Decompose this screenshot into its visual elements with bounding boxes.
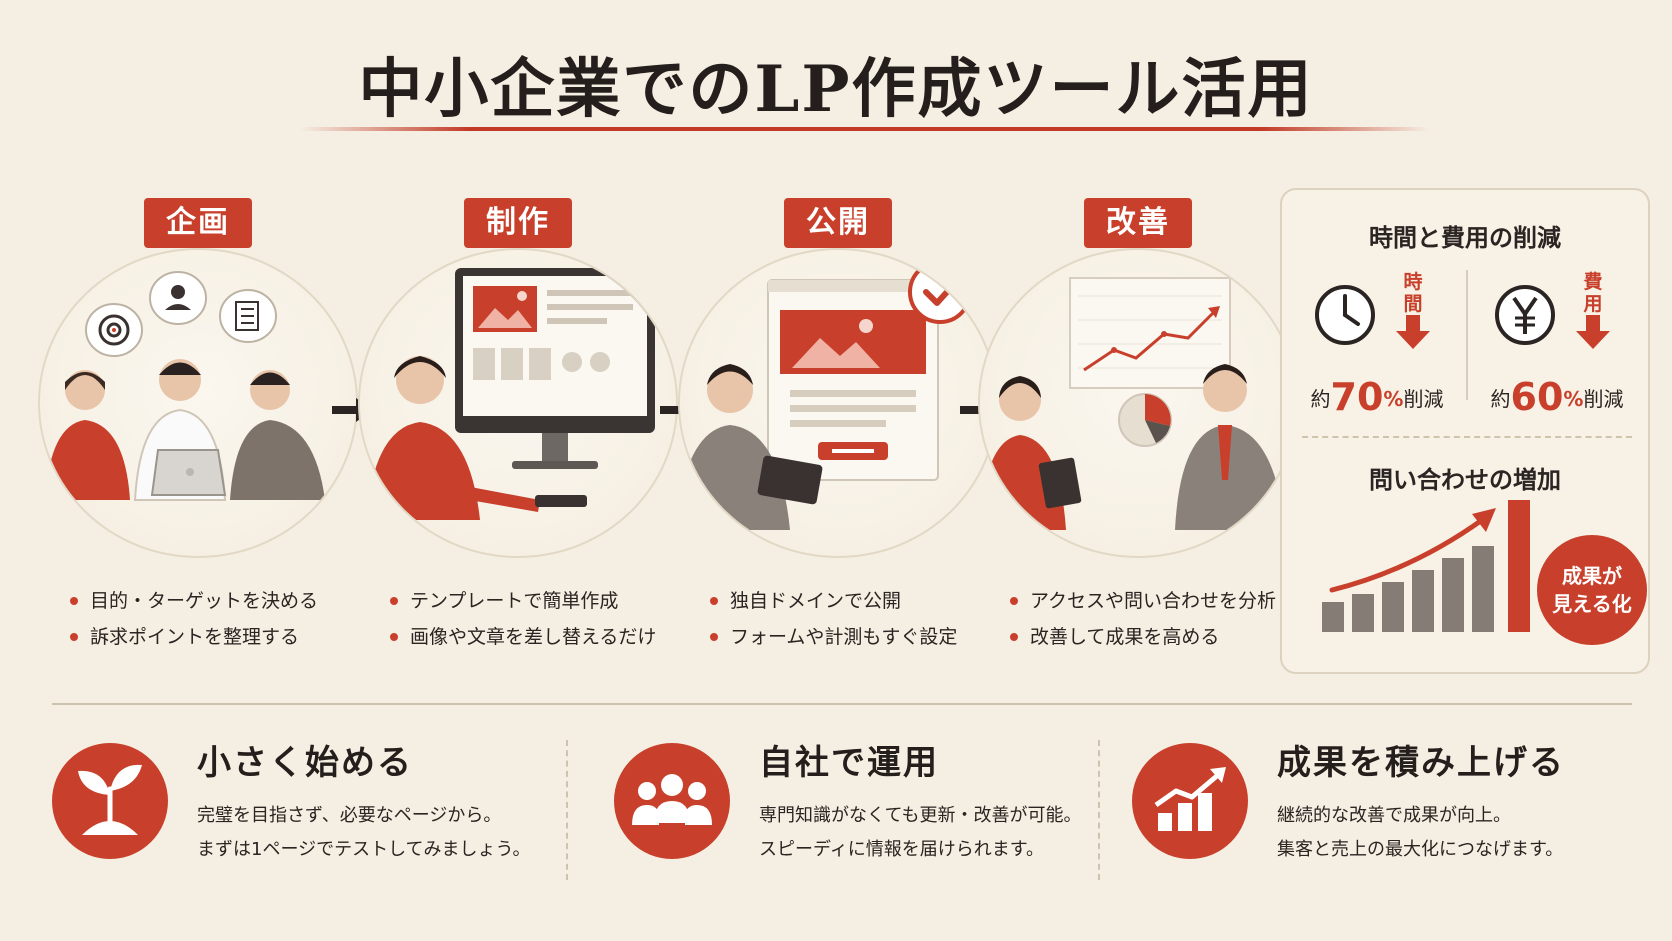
down-arrow-icon [1396,315,1430,349]
team-icon [614,743,730,859]
percentage: 60 [1510,375,1564,419]
description-line: 専門知識がなくても更新・改善が可能。 [759,805,1082,826]
check-circle-icon [908,260,972,324]
feature-separator [566,740,568,880]
time-metric: 時間 約70%削減 [1292,271,1462,419]
reduction-heading: 時間と費用の削減 [1369,224,1561,252]
step-label: 企画 [144,198,252,248]
suffix: 削減 [1583,387,1624,411]
feature-start-small: 小さく始める 完璧を目指さず、必要なページから。 まずは1ページでテストしてみま… [52,735,552,905]
target-icon [85,303,143,357]
designer-person [366,356,587,520]
checklist-icon [219,289,277,343]
cost-label: 費用 [1583,271,1603,315]
bullet-item: 独自ドメインで公開 [708,583,1038,619]
badge-line: 見える化 [1552,592,1632,616]
inquiry-heading: 問い合わせの増加 [1369,466,1561,494]
step-label: 制作 [464,198,572,248]
bullet-item: テンプレートで簡単作成 [388,583,718,619]
cost-metric: 費用 約60%削減 [1472,271,1642,419]
bullet-item: 画像や文章を差し替えるだけ [388,619,718,655]
description-line: 集客と売上の最大化につなげます。 [1277,839,1564,860]
meeting-people [45,359,325,501]
title-underline [300,127,1430,131]
percent-sign: % [1383,387,1404,411]
panel-divider [1302,436,1632,438]
bullet-item: 訴求ポイントを整理する [68,619,398,655]
step-bullets: テンプレートで簡単作成 画像や文章を差し替えるだけ [388,583,718,655]
cost-reduction-value: 約60%削減 [1472,375,1642,419]
bullet-item: 改善して成果を高める [1008,619,1338,655]
down-arrow-icon [1576,315,1610,349]
step-bullets: 目的・ターゲットを決める 訴求ポイントを整理する [68,583,398,655]
time-label: 時間 [1403,271,1423,315]
description-line: まずは1ページでテストしてみましょう。 [197,839,531,860]
production-illustration [358,248,678,558]
feature-separator [1098,740,1100,880]
step-bullets: アクセスや問い合わせを分析 改善して成果を高める [1008,583,1338,655]
webpage-icon [767,279,939,481]
step-label: 改善 [1084,198,1192,248]
growth-chart-icon [1132,743,1248,859]
planning-illustration [38,248,358,558]
feature-in-house: 自社で運用 専門知識がなくても更新・改善が可能。 スピーディに情報を届けられます… [614,735,1094,905]
page-title: 中小企業でのLP作成ツール活用 [358,52,1314,127]
results-visible-badge: 成果が 見える化 [1537,535,1647,645]
feature-title: 小さく始める [197,743,413,783]
analytics-board-icon [1069,277,1231,389]
percentage: 70 [1330,375,1384,419]
bullet-item: フォームや計測もすぐ設定 [708,619,1038,655]
feature-accumulate: 成果を積み上げる 継続的な改善で成果が向上。 集客と売上の最大化につなげます。 [1132,735,1652,905]
clock-icon [1315,285,1375,345]
description-line: スピーディに情報を届けられます。 [759,839,1044,860]
feature-description: 専門知識がなくても更新・改善が可能。 スピーディに情報を届けられます。 [759,799,1082,867]
badge-line: 成果が [1562,564,1622,588]
monitor-icon [455,268,655,469]
pie-chart-icon [1118,393,1172,447]
step-bullets: 独自ドメインで公開 フォームや計測もすぐ設定 [708,583,1038,655]
sprout-icon [52,743,168,859]
growth-bar-chart-icon [1322,500,1530,632]
analyst-woman [980,376,1082,530]
description-line: 完璧を目指さず、必要なページから。 [197,805,502,826]
description-line: 継続的な改善で成果が向上。 [1277,805,1511,826]
user-icon [149,271,207,325]
publish-illustration [678,248,998,558]
metric-divider [1466,270,1468,400]
results-panel: 時間と費用の削減 時間 約70%削減 費用 約60%削減 問い合わせの増加 [1280,188,1650,674]
section-divider [52,703,1632,705]
percent-sign: % [1563,387,1584,411]
bullet-item: 目的・ターゲットを決める [68,583,398,619]
feature-description: 完璧を目指さず、必要なページから。 まずは1ページでテストしてみましょう。 [197,799,530,867]
prefix: 約 [1490,387,1511,411]
feature-description: 継続的な改善で成果が向上。 集客と売上の最大化につなげます。 [1277,799,1563,867]
improve-illustration [978,248,1298,558]
yen-icon [1495,285,1555,345]
bullet-item: アクセスや問い合わせを分析 [1008,583,1338,619]
time-reduction-value: 約70%削減 [1292,375,1462,419]
feature-title: 成果を積み上げる [1277,743,1565,783]
step-label: 公開 [784,198,892,248]
feature-title: 自社で運用 [759,743,939,783]
prefix: 約 [1310,387,1331,411]
suffix: 削減 [1403,387,1444,411]
